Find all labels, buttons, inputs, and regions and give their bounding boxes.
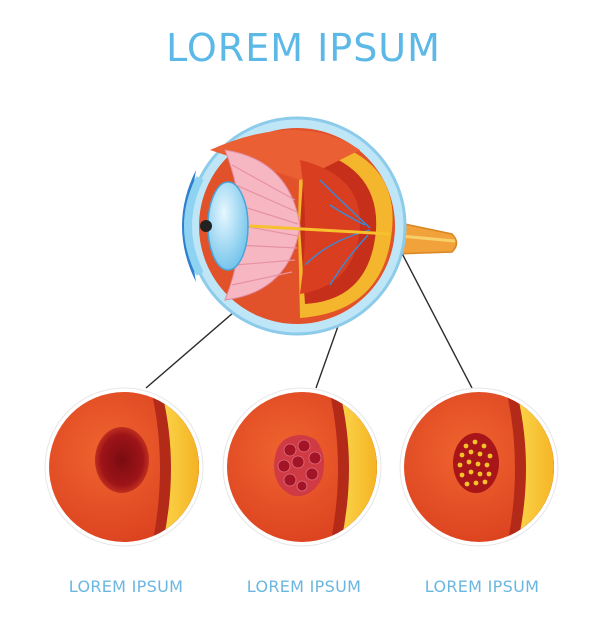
page-title: LOREM IPSUM xyxy=(166,26,441,70)
eyeball-icon xyxy=(182,116,458,336)
caption-right: LOREM IPSUM xyxy=(424,577,540,596)
retina-closeup-spotted-lesion-icon xyxy=(399,387,559,547)
caption-middle: LOREM IPSUM xyxy=(246,577,362,596)
caption-left: LOREM IPSUM xyxy=(68,577,184,596)
retina-closeup-dark-spot-icon xyxy=(44,387,204,547)
retina-closeup-blood-clots-icon xyxy=(222,387,382,547)
